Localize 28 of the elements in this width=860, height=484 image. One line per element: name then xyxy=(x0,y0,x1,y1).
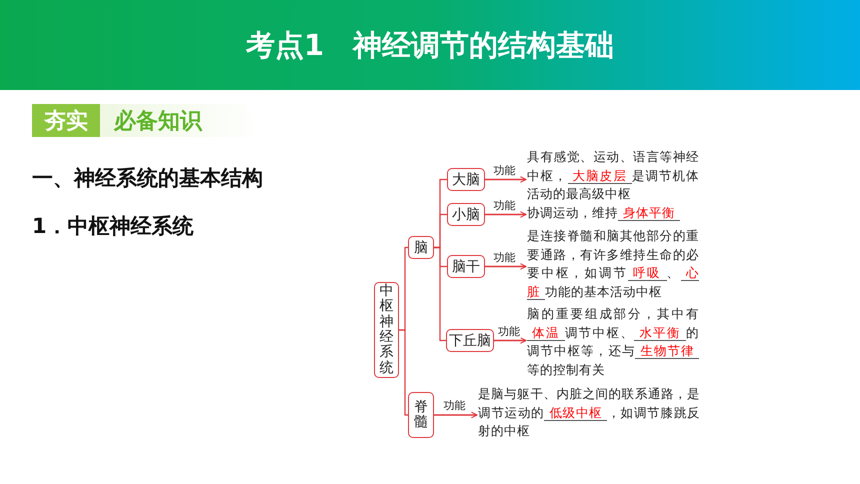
concept-box: 中枢神经系统 xyxy=(374,282,399,378)
edge-label: 功能 xyxy=(492,252,516,264)
tree-connector xyxy=(399,329,408,416)
concept-box: 脑干 xyxy=(447,255,485,278)
edge-label: 功能 xyxy=(497,326,521,338)
concept-box: 小脑 xyxy=(447,203,485,226)
page-title: 考点1 神经调节的结构基础 xyxy=(244,27,616,64)
arrow xyxy=(485,176,527,183)
concept-box: 大脑 xyxy=(447,168,485,191)
arrow xyxy=(485,211,527,218)
edge-label: 功能 xyxy=(492,200,516,212)
arrow xyxy=(494,337,527,344)
concept-box: 脑 xyxy=(408,236,434,259)
description-text: 具有感觉、运动、语言等神经中枢， 大脑皮层 是调节机体活动的最高级中枢 xyxy=(527,148,699,204)
concept-box: 下丘脑 xyxy=(446,329,494,352)
description-text: 是连接脊髓和脑其他部分的重要通路，有许多维持生命的必要中枢，如调节 呼吸 、 心脏 功能的基本活动中枢 xyxy=(527,227,699,303)
tree-connector xyxy=(434,246,446,342)
edge-label: 功能 xyxy=(442,400,466,412)
description-text: 脑的重要组成部分，其中有 体温 调节中枢、 水平衡 的调节中枢等，还与 生物节律 等的控制有关 xyxy=(527,305,699,381)
description-text: 是脑与躯干、内脏之间的联系通路，是调节运动的 低级中枢 ，如调节膝跳反射的中枢 xyxy=(478,385,700,441)
description-text: 协调运动，维持 身体平衡 xyxy=(527,204,699,224)
concept-box: 脊髓 xyxy=(408,392,434,438)
arrow xyxy=(485,263,527,270)
subsection-heading: 1．中枢神经系统 xyxy=(32,213,195,240)
tag-label: 夯实 xyxy=(32,104,100,137)
edge-label: 功能 xyxy=(492,164,516,176)
section-heading: 一、神经系统的基本结构 xyxy=(32,165,264,192)
arrow xyxy=(434,412,478,418)
